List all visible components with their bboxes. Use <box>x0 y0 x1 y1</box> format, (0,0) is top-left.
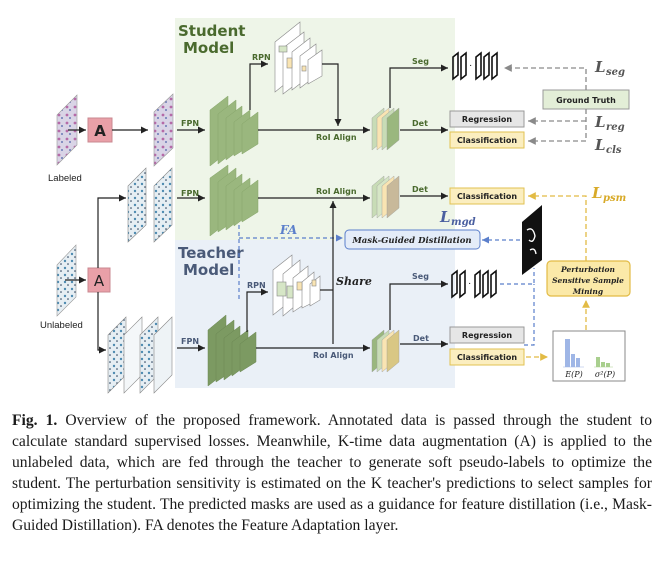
svg-text:L: L <box>439 208 451 226</box>
classification-box-teacher <box>449 348 525 366</box>
student-backbone-1 <box>209 95 259 167</box>
svg-text:Regression: Regression <box>462 115 512 124</box>
svg-text:Seg: Seg <box>412 57 429 66</box>
svg-text:Sensitive Sample: Sensitive Sample <box>552 276 624 285</box>
svg-text:Det: Det <box>412 119 428 128</box>
share-label: Share <box>336 275 372 288</box>
svg-text:·: · <box>468 278 471 289</box>
svg-text:E(P): E(P) <box>564 370 582 379</box>
svg-text:Seg: Seg <box>412 272 429 281</box>
student-mask-predictions <box>452 51 498 81</box>
teacher-title-2: Model <box>183 261 234 279</box>
svg-text:Classification: Classification <box>457 353 517 362</box>
svg-text:RPN: RPN <box>252 53 271 62</box>
svg-text:A: A <box>94 272 105 290</box>
teacher-mask-predictions <box>451 269 497 299</box>
teacher-title: Teacher <box>178 244 244 262</box>
fa-label: FA <box>279 223 297 237</box>
labeled-image <box>56 94 78 166</box>
svg-text:seg: seg <box>606 67 625 78</box>
svg-text:L: L <box>594 113 606 131</box>
mean-histogram <box>565 339 580 367</box>
student-roi-features-2 <box>371 175 400 219</box>
aggregated-mask <box>522 205 542 275</box>
student-proposals <box>274 21 323 95</box>
labeled-label: Labeled <box>48 173 82 184</box>
framework-diagram: Student Model Teacher Model Labeled A Un… <box>40 18 631 394</box>
svg-text:mgd: mgd <box>451 217 476 228</box>
svg-text:RoI Align: RoI Align <box>316 133 357 142</box>
regression-box-student <box>449 110 525 128</box>
svg-text:L: L <box>594 58 606 76</box>
labeled-augmented-image <box>153 93 174 167</box>
regression-box-teacher <box>449 326 525 344</box>
svg-text:Perturbation: Perturbation <box>560 265 615 274</box>
svg-text:FPN: FPN <box>181 189 199 198</box>
teacher-roi-features <box>371 329 400 373</box>
augment-labeled <box>87 117 113 143</box>
psm-box <box>546 260 631 297</box>
classification-box-student <box>449 131 525 149</box>
svg-text:Det: Det <box>413 334 429 343</box>
teacher-backbone <box>207 314 257 387</box>
figure-caption: Fig. 1. Overview of the proposed framewo… <box>12 410 652 536</box>
svg-text:reg: reg <box>606 122 625 133</box>
svg-text:RoI Align: RoI Align <box>313 351 354 360</box>
svg-text:psm: psm <box>603 193 626 204</box>
svg-text:σ²(P): σ²(P) <box>595 370 615 379</box>
svg-text:·: · <box>469 60 472 71</box>
unlabeled-label: Unlabeled <box>40 320 83 331</box>
svg-text:A: A <box>94 122 106 140</box>
svg-text:Det: Det <box>412 185 428 194</box>
student-roi-features-1 <box>371 107 400 151</box>
caption-text: Overview of the proposed framework. Anno… <box>12 412 652 534</box>
svg-text:FPN: FPN <box>181 119 199 128</box>
teacher-proposals <box>272 254 321 317</box>
svg-text:L: L <box>591 184 603 202</box>
weak-aug-image-1 <box>127 167 147 243</box>
weak-aug-image-2 <box>153 167 173 243</box>
svg-text:cls: cls <box>606 145 622 156</box>
student-backbone-2 <box>209 164 259 237</box>
svg-text:RoI Align: RoI Align <box>316 187 357 196</box>
svg-text:Classification: Classification <box>457 136 517 145</box>
variance-histogram <box>596 357 610 367</box>
svg-text:FPN: FPN <box>181 337 199 346</box>
augment-unlabeled <box>87 267 111 293</box>
svg-text:Ground Truth: Ground Truth <box>556 96 616 105</box>
svg-text:L: L <box>594 136 606 154</box>
svg-text:Regression: Regression <box>462 331 512 340</box>
figure-label: Fig. 1. <box>12 412 58 429</box>
svg-text:RPN: RPN <box>247 281 266 290</box>
svg-text:Mask-Guided Distillation: Mask-Guided Distillation <box>351 236 471 246</box>
classification-box-unlabeled-student <box>449 187 525 205</box>
k-augmented-images <box>107 316 173 394</box>
student-title-2: Model <box>183 39 234 57</box>
mask-guided-distillation-box <box>344 229 481 250</box>
svg-text:Classification: Classification <box>457 192 517 201</box>
student-title: Student <box>178 22 245 40</box>
svg-text:Mining: Mining <box>572 287 603 296</box>
